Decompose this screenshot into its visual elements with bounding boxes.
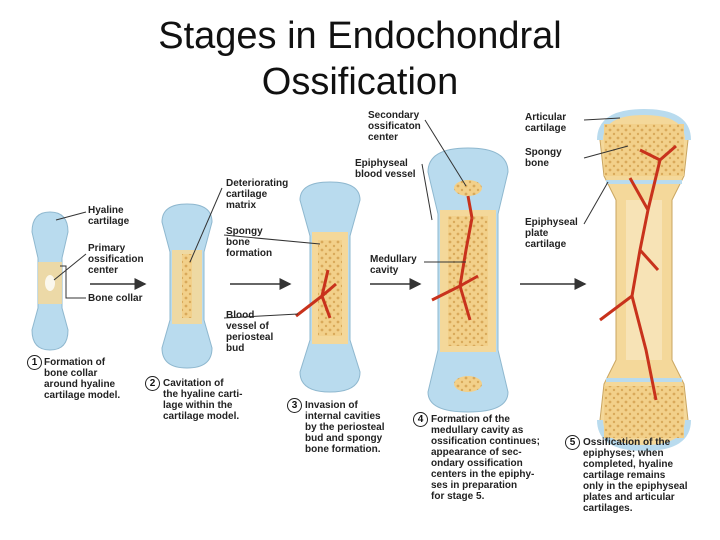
stage5-articular-top	[597, 108, 691, 141]
stage5-plate-bottom	[606, 378, 682, 382]
leader-spongy-bone	[583, 145, 629, 159]
stage4-vessel	[431, 195, 479, 321]
stage5-articular-bottom	[597, 419, 691, 452]
stage3-vessel	[295, 269, 337, 319]
stage-4-caption: Formation of the medullary cavity as oss…	[431, 414, 540, 502]
leader-bone-collar	[60, 265, 86, 299]
label-bone-collar: Bone collar	[88, 293, 143, 304]
leader-primary	[53, 253, 87, 281]
stage-4-number: 4	[413, 412, 428, 427]
stage-3-caption: Invasion of internal cavities by the per…	[305, 400, 385, 455]
leader-articular	[583, 117, 621, 121]
label-hyaline-cartilage: Hyaline cartilage	[88, 205, 130, 227]
label-primary-ossification-center: Primary ossification center	[88, 243, 144, 276]
stage5-bone	[597, 108, 691, 452]
stage1-bone	[31, 211, 69, 351]
stage4-secondary-bottom	[454, 376, 482, 392]
page-title-line2: Ossification	[261, 61, 459, 103]
label-epiphyseal-plate-cartilage: Epiphyseal plate cartilage	[525, 217, 578, 250]
label-deteriorating-cartilage-matrix: Deteriorating cartilage matrix	[226, 178, 289, 211]
leader-hyaline	[55, 211, 87, 221]
stage-1-caption: Formation of bone collar around hyaline …	[44, 357, 121, 401]
stage1-primary-center	[45, 275, 55, 291]
stage-5-number: 5	[565, 435, 580, 450]
label-secondary-ossification-center: Secondary ossificaton center	[368, 110, 421, 143]
stage5-epiphysis-bottom	[604, 386, 684, 438]
leader-epi-vessel	[421, 163, 433, 221]
stage-2-number: 2	[145, 376, 160, 391]
stage5-vessel	[599, 144, 677, 401]
leader-plate	[583, 181, 609, 225]
stage-3-number: 3	[287, 398, 302, 413]
stage2-bone	[161, 203, 213, 369]
leader-secondary	[424, 119, 467, 187]
stage-1-number: 1	[27, 355, 42, 370]
label-spongy-bone-formation: Spongy bone formation	[226, 226, 273, 259]
label-epiphyseal-blood-vessel: Epiphyseal blood vessel	[355, 158, 416, 180]
leader-deteriorating	[189, 187, 223, 263]
leader-spongy-formation	[223, 234, 321, 245]
leader-blood-vessel	[223, 313, 299, 319]
label-medullary-cavity: Medullary cavity	[370, 254, 417, 276]
stage4-bone	[427, 147, 509, 413]
stage5-plate-top	[606, 180, 682, 184]
label-blood-vessel-periosteal-bud: Blood vessel of periosteal bud	[226, 310, 274, 354]
stage3-bone	[295, 181, 361, 393]
stage2-cavity	[182, 254, 192, 318]
label-spongy-bone: Spongy bone	[525, 147, 562, 169]
label-articular-cartilage: Articular cartilage	[525, 112, 567, 134]
page-title-line1: Stages in Endochondral	[158, 15, 562, 57]
stage-5-caption: Ossification of the epiphyses; when comp…	[583, 437, 688, 514]
stage-2-caption: Cavitation of the hyaline carti- lage wi…	[163, 378, 243, 422]
stage4-secondary-top	[454, 180, 482, 196]
